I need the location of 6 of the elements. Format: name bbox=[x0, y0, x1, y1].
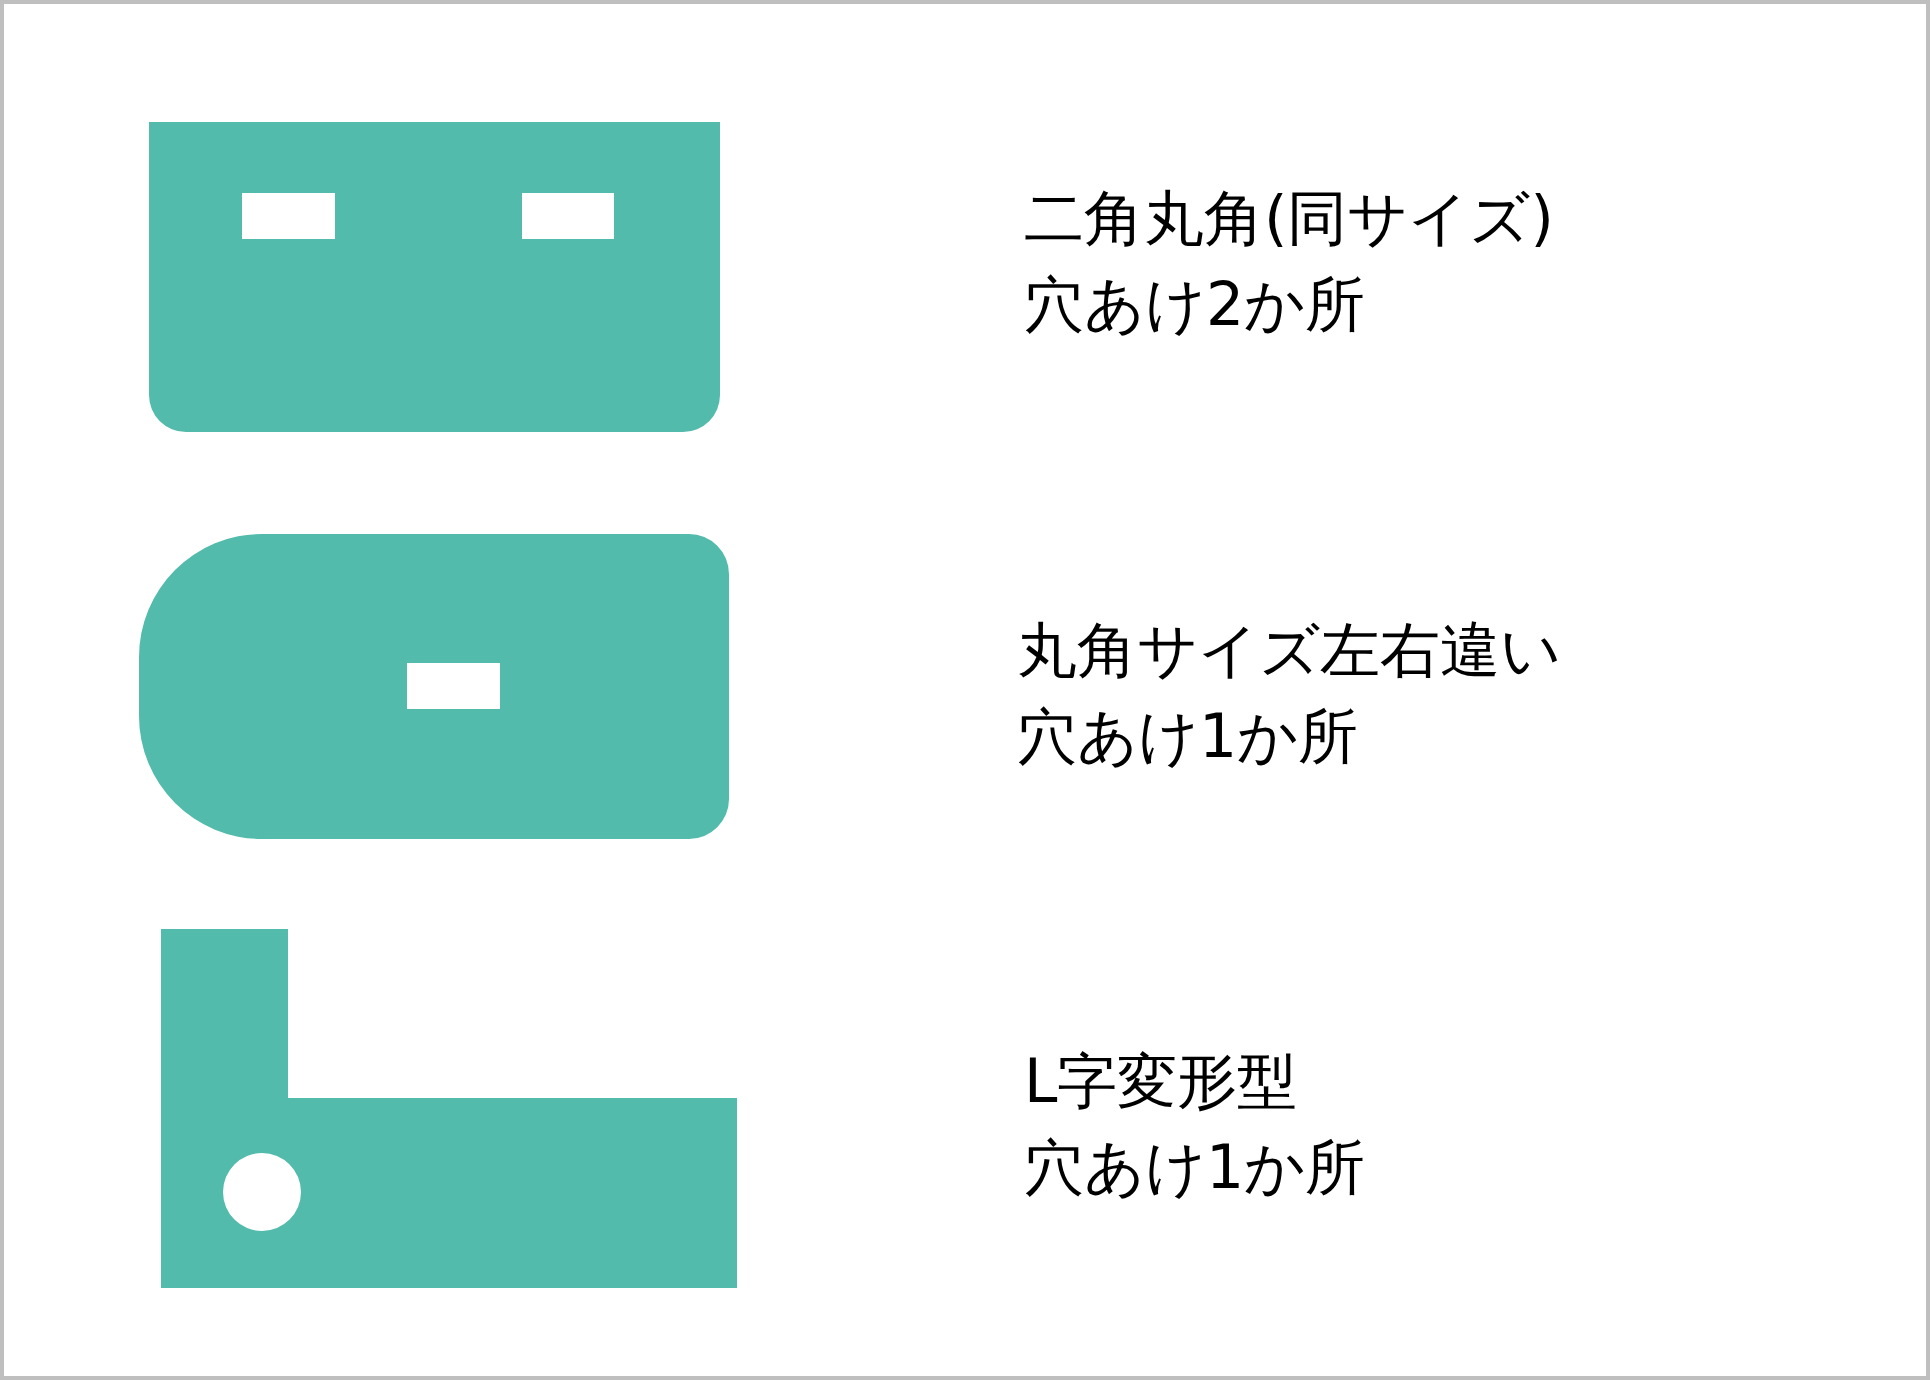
caption-text: 穴あけ1か所 bbox=[1024, 1137, 1366, 1197]
caption-text: 丸角サイズ左右違い bbox=[1017, 620, 1561, 680]
caption-text: 二角丸角(同サイズ) bbox=[1024, 188, 1554, 248]
caption-text: 穴あけ1か所 bbox=[1017, 706, 1359, 766]
caption-text: L字変形型 bbox=[1024, 1051, 1298, 1111]
caption-text: 穴あけ2か所 bbox=[1024, 274, 1366, 334]
